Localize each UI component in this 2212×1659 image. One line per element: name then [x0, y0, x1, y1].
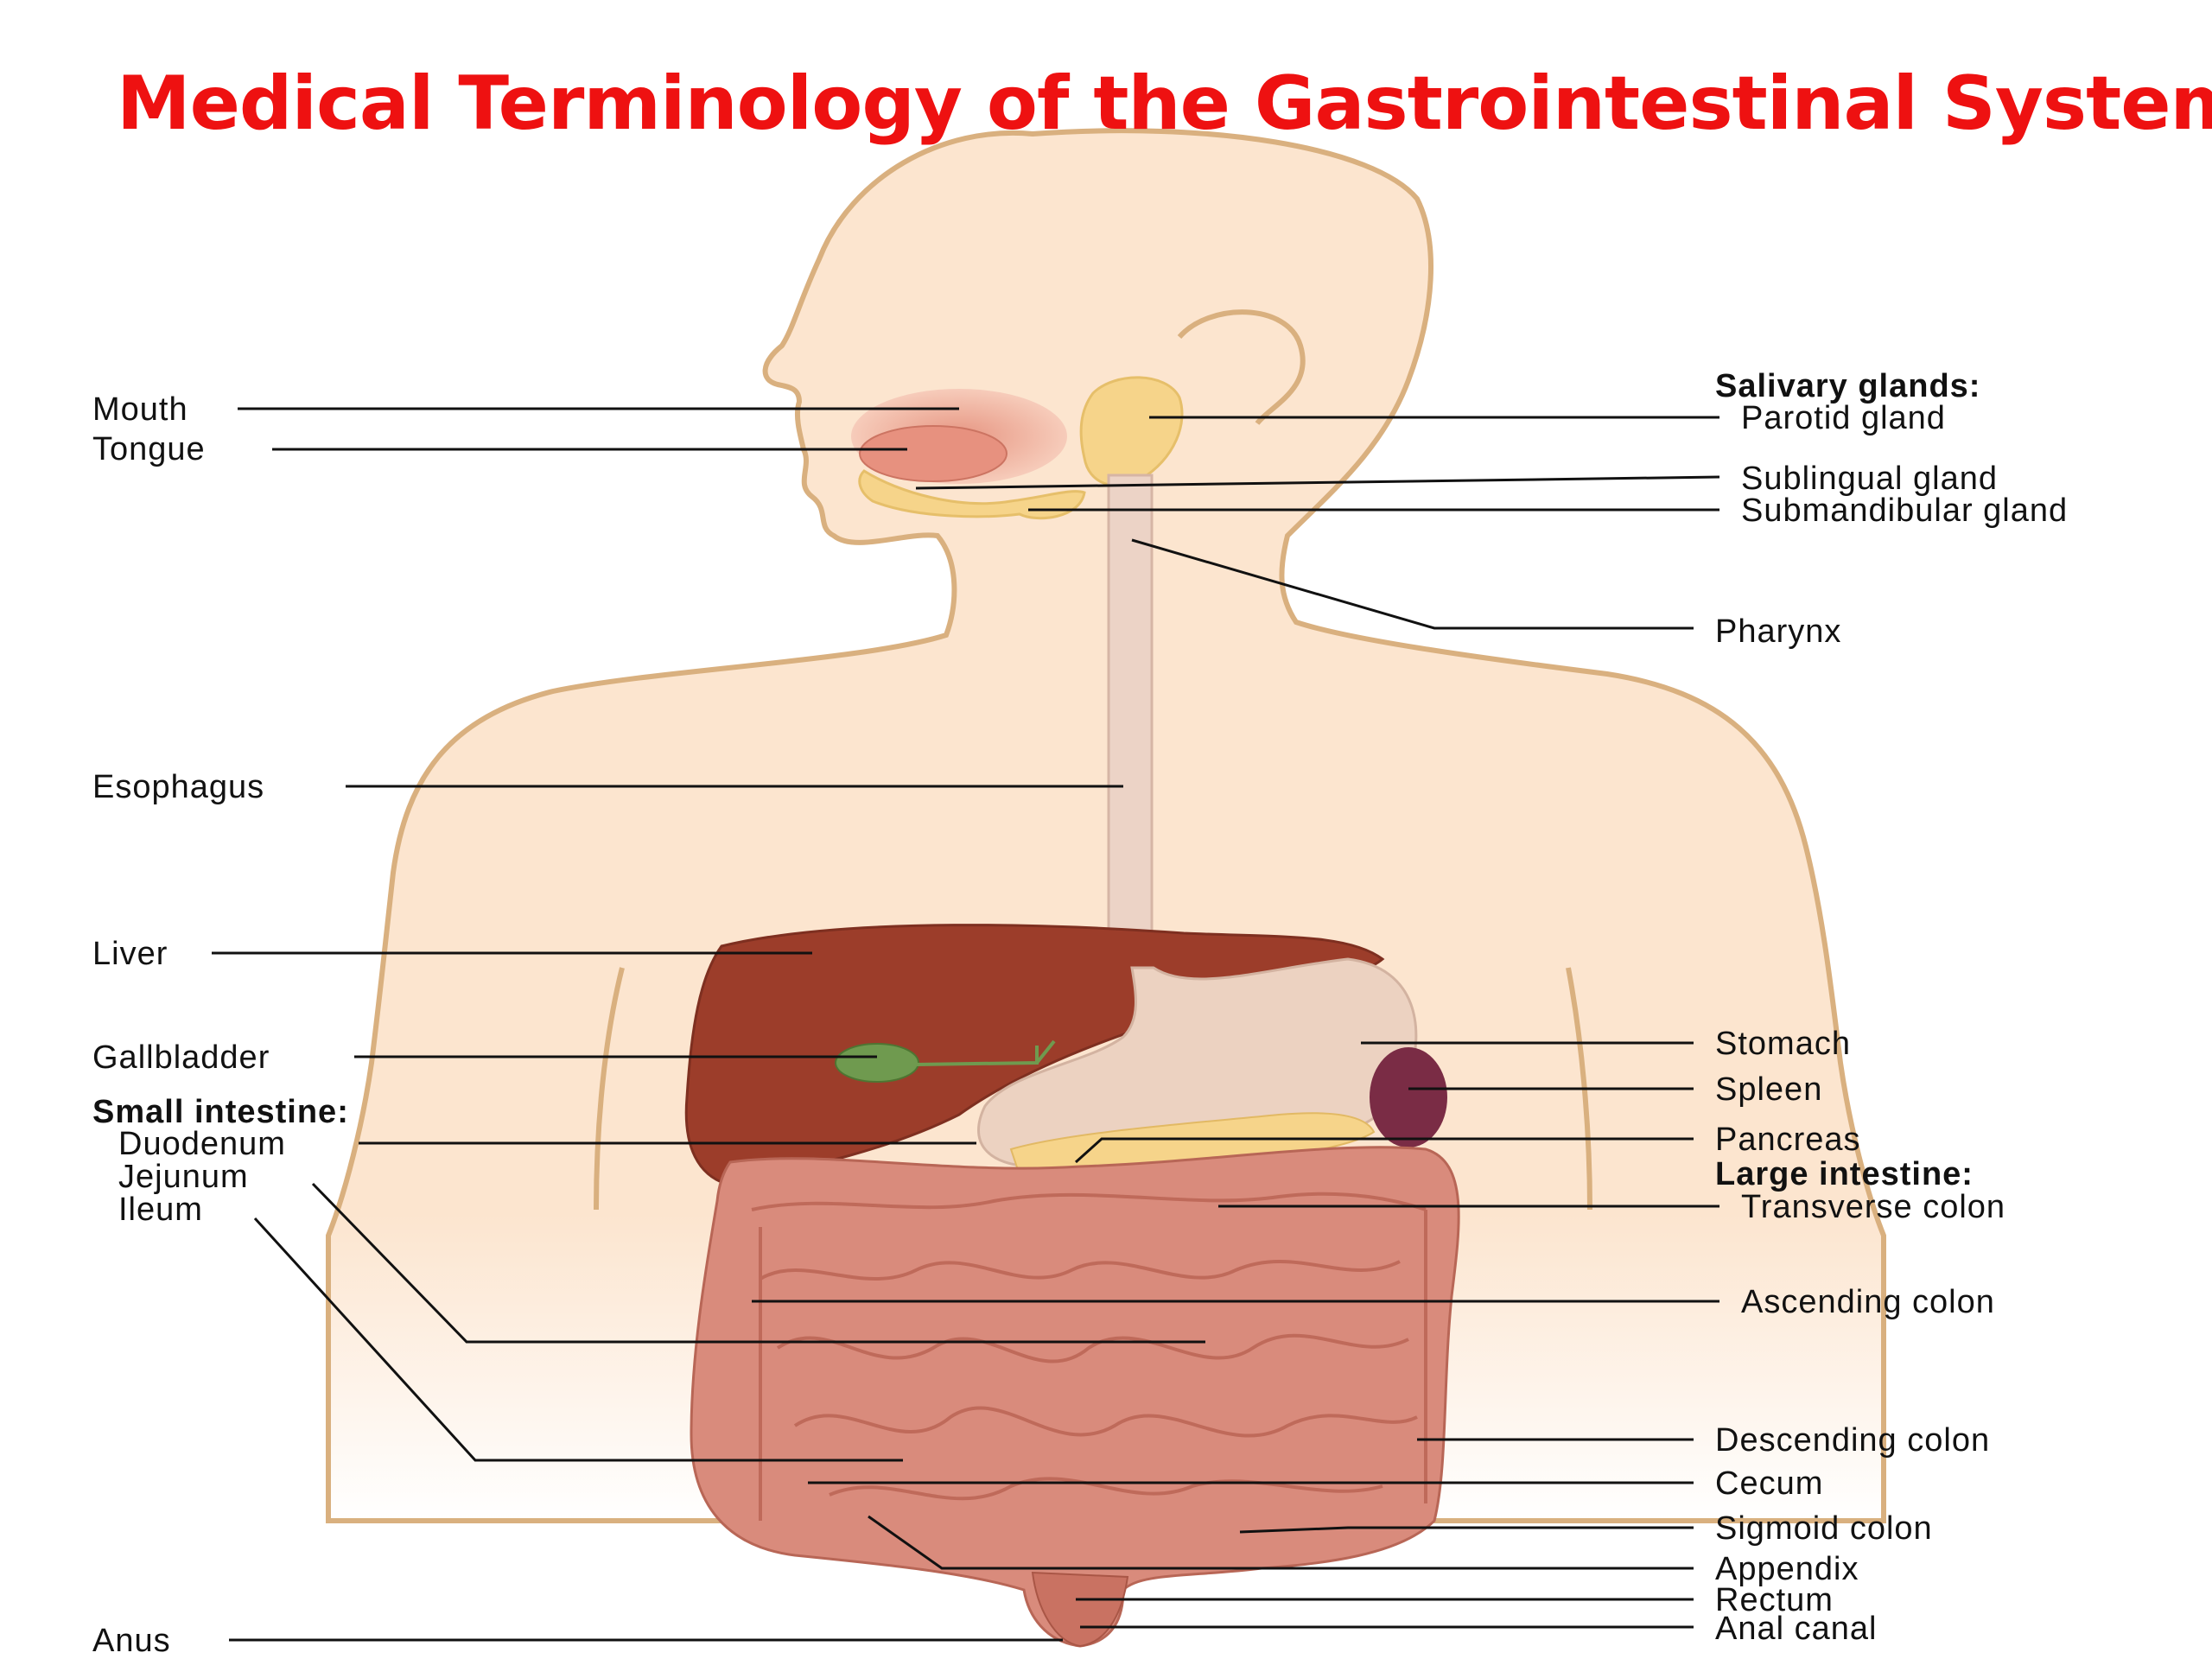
spleen-shape — [1370, 1047, 1447, 1147]
label-anal-canal: Anal canal — [1715, 1612, 1877, 1645]
label-sigmoid-colon: Sigmoid colon — [1715, 1512, 1933, 1545]
label-small-intestine-heading: Small intestine: — [92, 1096, 349, 1128]
label-parotid-gland: Parotid gland — [1741, 402, 1946, 435]
label-descending-colon: Descending colon — [1715, 1424, 1990, 1457]
page-title: Medical Terminology of the Gastrointesti… — [117, 60, 2212, 147]
label-stomach: Stomach — [1715, 1027, 1851, 1060]
label-cecum: Cecum — [1715, 1467, 1823, 1500]
label-ileum: Ileum — [118, 1193, 203, 1226]
label-submandibular-gland: Submandibular gland — [1741, 494, 2068, 527]
label-tongue: Tongue — [92, 433, 206, 466]
label-ascending-colon: Ascending colon — [1741, 1286, 1995, 1319]
label-mouth: Mouth — [92, 393, 188, 426]
esophagus-tube — [1109, 475, 1152, 968]
label-spleen: Spleen — [1715, 1073, 1822, 1106]
intestines-mass — [691, 1147, 1459, 1646]
label-duodenum: Duodenum — [118, 1128, 286, 1160]
tongue-shape — [860, 426, 1007, 481]
rectum-shape — [1033, 1573, 1128, 1646]
label-liver: Liver — [92, 938, 168, 970]
label-pharynx: Pharynx — [1715, 615, 1841, 648]
label-pancreas: Pancreas — [1715, 1123, 1861, 1156]
gallbladder-shape — [836, 1044, 918, 1082]
label-transverse-colon: Transverse colon — [1741, 1191, 2005, 1224]
label-anus: Anus — [92, 1624, 171, 1657]
label-jejunum: Jejunum — [118, 1160, 249, 1193]
label-large-intestine-heading: Large intestine: — [1715, 1158, 1974, 1191]
label-gallbladder: Gallbladder — [92, 1041, 270, 1074]
label-sublingual-gland: Sublingual gland — [1741, 462, 1998, 495]
label-appendix: Appendix — [1715, 1553, 1859, 1586]
label-esophagus: Esophagus — [92, 771, 264, 804]
label-salivary-glands-heading: Salivary glands: — [1715, 370, 1980, 403]
